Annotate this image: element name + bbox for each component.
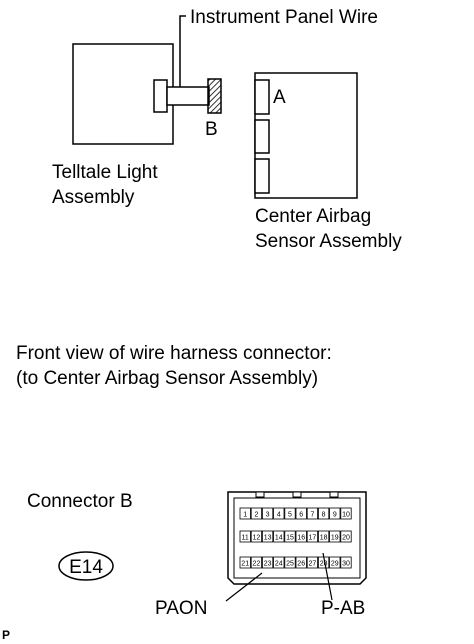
connector-pin-cell — [239, 556, 251, 569]
connector-pin-number: 6 — [299, 512, 303, 519]
front-view-caption-line1: Front view of wire harness connector: — [16, 343, 332, 364]
connector-pin-number: 21 — [241, 561, 249, 568]
connector-pin-cell — [261, 530, 274, 543]
connector-pin-cell — [329, 530, 341, 543]
connector-pin-number: 7 — [310, 512, 314, 519]
airbag-connector-slot-3 — [254, 158, 270, 194]
connector-pin-cell — [340, 556, 352, 569]
connector-pin-cell — [329, 556, 341, 569]
connector-pin-cell — [261, 507, 274, 520]
connector-pin-number: 2 — [254, 512, 258, 519]
connector-pin-number: 26 — [297, 561, 305, 568]
connector-pin-number: 25 — [286, 561, 294, 568]
center-airbag-label-line2: Sensor Assembly — [255, 231, 402, 252]
connector-pin-cell — [273, 530, 285, 543]
connector-pin-cell — [239, 507, 251, 520]
connector-pin-cell — [250, 530, 262, 543]
connector-pin-cell — [250, 507, 262, 520]
connector-pin-cell — [284, 507, 296, 520]
connector-pin-number: 10 — [342, 512, 350, 519]
connector-pin-number: 18 — [320, 535, 328, 542]
connector-pin-cell — [340, 507, 352, 520]
connector-pin-number: 13 — [264, 535, 272, 542]
connector-pin-number: 29 — [331, 561, 339, 568]
connector-pin-cell — [284, 556, 296, 569]
connector-pin-cell — [306, 507, 319, 520]
connector-pin-number: 19 — [331, 535, 339, 542]
connector-code-ellipse — [58, 551, 114, 581]
connector-b-title: Connector B — [27, 491, 133, 512]
connector-pin-cell — [284, 530, 296, 543]
connector-inner-frame — [233, 497, 361, 579]
connector-pin-number: 3 — [266, 512, 270, 519]
connector-latch-right — [329, 491, 339, 498]
connector-pin-number: 17 — [309, 535, 317, 542]
connector-pin-cell — [329, 507, 341, 520]
airbag-connector-slot-a — [254, 79, 270, 115]
connector-pin-cell — [340, 530, 352, 543]
connector-pin-cell — [306, 530, 319, 543]
connector-pin-cell — [317, 530, 330, 543]
telltale-label-line1: Telltale Light — [52, 162, 158, 183]
connector-pin-number: 22 — [253, 561, 261, 568]
connector-pin-number: 15 — [286, 535, 294, 542]
connector-code-label: E14 — [69, 557, 103, 578]
connector-pin-number: 14 — [275, 535, 283, 542]
airbag-connector-slot-2 — [254, 119, 270, 154]
connector-pin-number: 1 — [243, 512, 247, 519]
connector-pin-number: 27 — [309, 561, 317, 568]
instrument-panel-wire — [166, 86, 210, 106]
telltale-label-line2: Assembly — [52, 187, 135, 208]
connector-latch-left — [255, 491, 265, 498]
connector-pin-cell — [239, 530, 251, 543]
center-airbag-label-line1: Center Airbag — [255, 206, 371, 227]
front-view-caption-line2: (to Center Airbag Sensor Assembly) — [16, 368, 318, 389]
connector-pin-cell — [273, 556, 285, 569]
connector-pin-number: 24 — [275, 561, 283, 568]
connector-b-plug — [207, 78, 222, 114]
connector-pin-cell — [261, 556, 274, 569]
connector-pin-number: 28 — [320, 561, 328, 568]
connector-pin-number: 23 — [264, 561, 272, 568]
connector-pin-cell — [295, 507, 307, 520]
pab-leader — [322, 552, 333, 601]
connector-pin-cell — [295, 530, 307, 543]
pin-pab-label: P-AB — [321, 598, 365, 619]
connector-pin-cell — [250, 556, 262, 569]
connector-pin-number: 20 — [342, 535, 350, 542]
connector-latch-mid — [292, 491, 302, 498]
telltale-connector-stub — [153, 79, 168, 113]
connector-pin-number: 5 — [288, 512, 292, 519]
connector-pin-number: 9 — [333, 512, 337, 519]
instrument-panel-wire-label: Instrument Panel Wire — [190, 7, 378, 28]
wire-label-leader — [179, 15, 186, 87]
connector-pin-number: 12 — [253, 535, 261, 542]
pin-paon-label: PAON — [155, 598, 207, 619]
connector-pin-cell — [306, 556, 319, 569]
paon-leader — [225, 572, 263, 602]
connector-b-short-label: B — [205, 119, 218, 140]
connector-pin-number: 11 — [242, 535, 249, 542]
center-airbag-sensor-box — [254, 72, 358, 199]
connector-pin-number: 30 — [342, 561, 350, 568]
connector-a-short-label: A — [273, 87, 286, 108]
connector-pin-number: 16 — [297, 535, 305, 542]
connector-pin-number: 8 — [322, 512, 326, 519]
connector-pin-cell — [295, 556, 307, 569]
corner-mark: P — [2, 628, 10, 642]
connector-pin-cell — [273, 507, 285, 520]
connector-pin-cell — [317, 507, 330, 520]
connector-pin-number: 4 — [277, 512, 281, 519]
